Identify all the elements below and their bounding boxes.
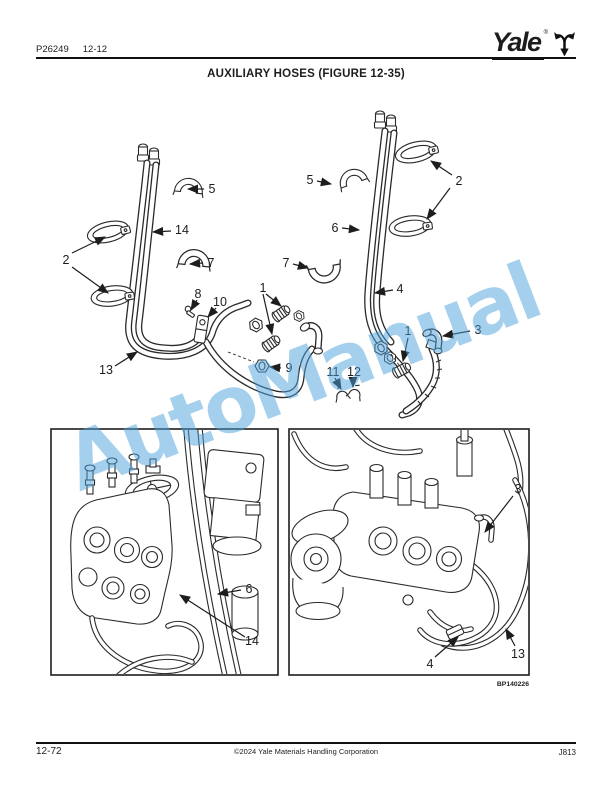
callout-label-3: 3 [515, 482, 522, 496]
callout-label-6: 6 [332, 221, 339, 235]
callout-label-3: 3 [475, 323, 482, 337]
callout-arrow [151, 226, 172, 236]
bolt-8 [184, 305, 195, 318]
callout-arrow [71, 266, 109, 294]
photo-panel-left-border [50, 428, 279, 676]
callout-arrow [268, 363, 282, 373]
callout-label-8: 8 [195, 287, 202, 301]
clamp-plate-10 [193, 314, 210, 344]
callout-arrow [316, 177, 333, 187]
callout-arrow [434, 636, 459, 658]
callout-label-14: 14 [175, 223, 189, 237]
callout-arrow [207, 306, 219, 318]
callout-label-12: 12 [347, 365, 361, 379]
header-rule [36, 57, 576, 60]
callout-arrow [426, 187, 451, 220]
callout-arrow [430, 160, 453, 176]
exploded-hose-diagram [84, 110, 443, 419]
callout-arrow [179, 594, 246, 638]
callout-arrow [190, 299, 201, 311]
hose-assembly-left [84, 143, 324, 399]
footer-page-number: 12-72 [36, 746, 62, 757]
callout-label-9: 9 [286, 361, 293, 375]
callout-arrow [341, 224, 361, 234]
callout-label-4: 4 [397, 282, 404, 296]
callout-arrow [262, 293, 275, 336]
photo-panel-right-border [288, 428, 530, 676]
callout-label-13: 13 [511, 647, 525, 661]
callout-label-11: 11 [327, 365, 340, 379]
panel-left-illustration [70, 430, 265, 674]
main-control-valve [332, 430, 480, 593]
steering-unit [290, 509, 349, 621]
yale-logo: Yale ® [492, 29, 576, 62]
callout-arrow [265, 293, 282, 307]
pump-unit [203, 449, 265, 556]
callout-arrow [400, 337, 410, 363]
callout-arrow [484, 495, 514, 533]
callout-label-4: 4 [427, 657, 434, 671]
callout-arrow [332, 377, 342, 390]
callout-label-1: 1 [260, 281, 267, 295]
control-valve-block [70, 453, 173, 625]
relief-valve [455, 430, 474, 477]
callout-label-13: 13 [99, 363, 113, 377]
callout-label-14: 14 [245, 634, 259, 648]
footer-copyright: ©2024 Yale Materials Handling Corporatio… [233, 747, 379, 756]
callout-label-1: 1 [405, 324, 412, 338]
figure-code: BP140226 [497, 681, 529, 688]
yale-wordmark: Yale [492, 29, 544, 60]
callout-arrow [441, 329, 471, 339]
callout-arrow [71, 236, 107, 254]
panel-right-illustration [290, 430, 528, 651]
registered-trademark-symbol: ® [543, 30, 548, 36]
callout-arrow [216, 587, 242, 597]
header-left: P26249 12-12 [36, 44, 121, 55]
hose-assembly-right [305, 110, 443, 419]
callout-label-2: 2 [456, 174, 463, 188]
callout-arrow [188, 258, 204, 268]
figure-title: AUXILIARY HOSES (FIGURE 12-35) [207, 68, 405, 80]
callout-label-5: 5 [307, 173, 314, 187]
footer-rule [36, 742, 576, 745]
callout-arrow [292, 261, 310, 270]
callout-arrow [114, 351, 138, 367]
section-number: 12-12 [82, 44, 108, 55]
callout-arrow [373, 286, 394, 296]
callout-label-10: 10 [213, 295, 227, 309]
footer-form-code: J813 [558, 748, 576, 757]
callout-arrow [505, 628, 516, 647]
callout-label-5: 5 [209, 182, 216, 196]
publication-number: P26249 [36, 44, 69, 55]
callout-label-2: 2 [63, 253, 70, 267]
yale-trident-icon [553, 30, 576, 62]
callout-label-6: 6 [246, 582, 253, 596]
callout-label-7: 7 [283, 256, 290, 270]
callout-label-7: 7 [208, 256, 215, 270]
